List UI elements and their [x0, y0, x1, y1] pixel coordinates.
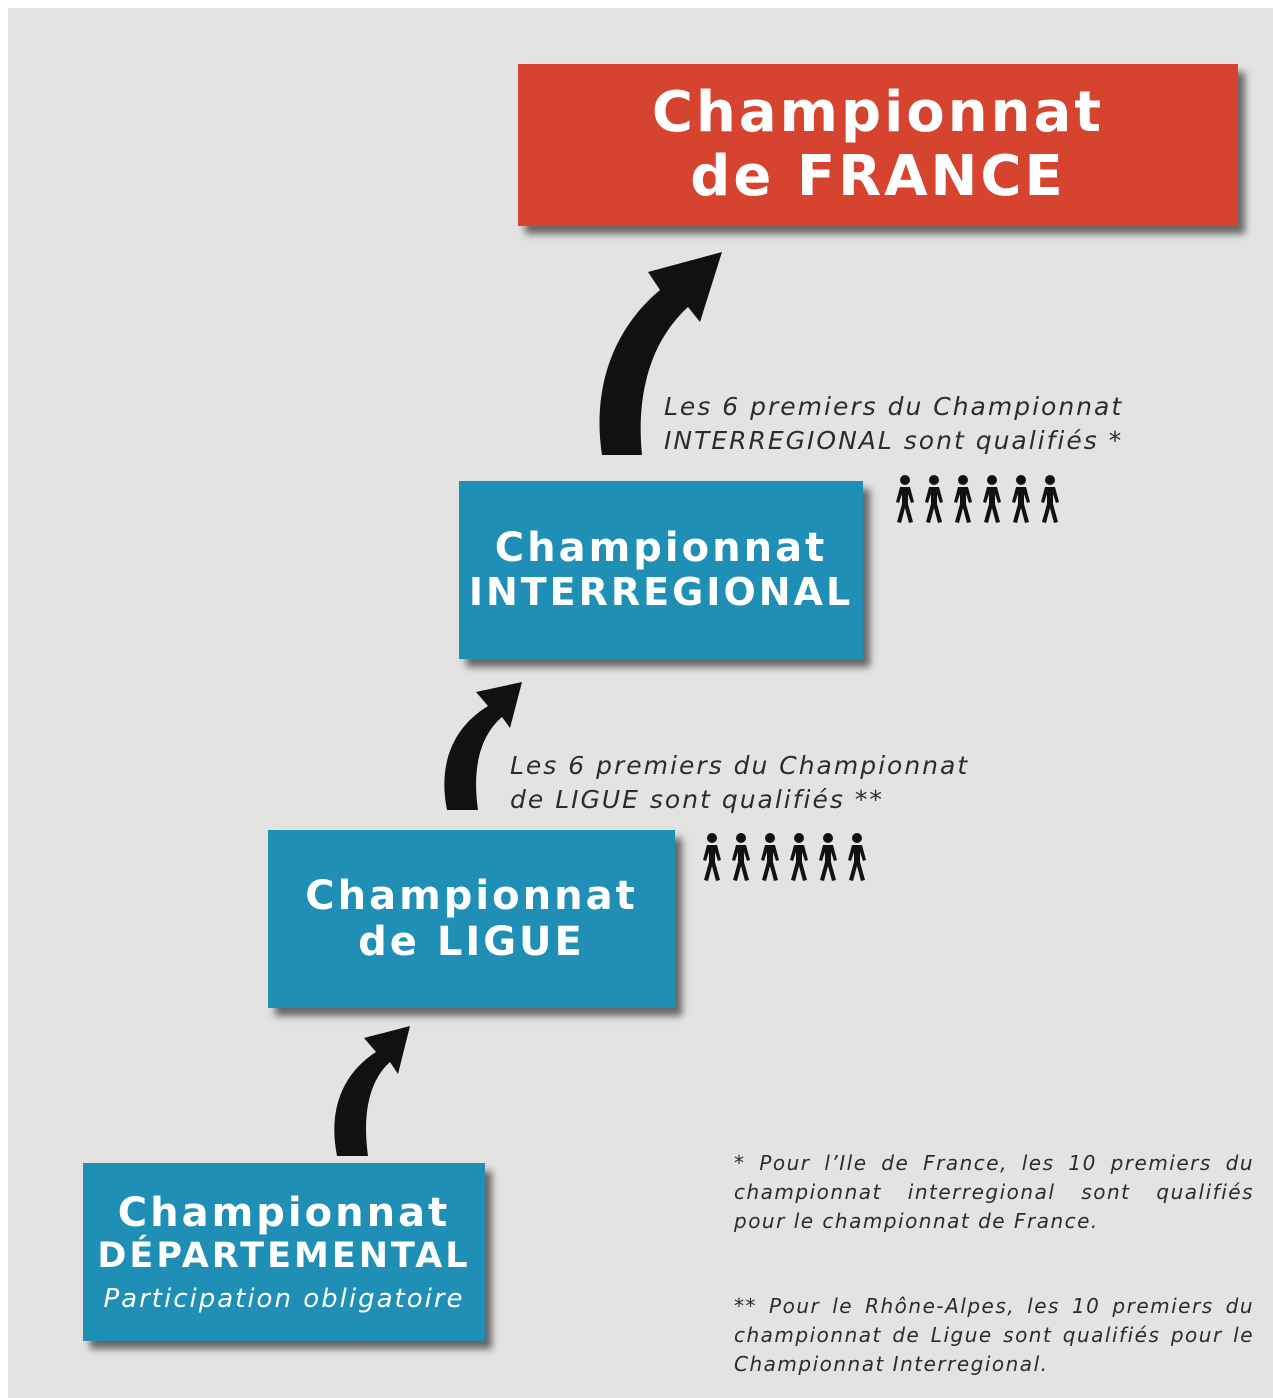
person-icon — [848, 833, 866, 881]
qualified-people-group-ligue — [703, 833, 866, 881]
note-line: Les 6 premiers du Championnat — [664, 392, 1124, 421]
footnote-star2: ** Pour le Rhône-Alpes, les 10 premiers … — [734, 1294, 1254, 1376]
person-icon — [1012, 475, 1030, 523]
note-line: Les 6 premiers du Championnat — [510, 751, 970, 780]
france-box: Championnat de FRANCE — [518, 64, 1238, 226]
france-title-line2: de FRANCE — [690, 144, 1066, 209]
person-icon — [761, 833, 779, 881]
note-line: de LIGUE sont qualifiés ** — [510, 785, 884, 814]
interregional-title-line2: INTERREGIONAL — [468, 570, 854, 615]
france-title-line1: Championnat — [651, 79, 1105, 145]
interregional-title-line1: Championnat — [494, 525, 828, 572]
person-icon — [925, 475, 943, 523]
person-icon — [732, 833, 750, 881]
departemental-box: Championnat DÉPARTEMENTAL Participation … — [83, 1163, 485, 1341]
person-icon — [954, 475, 972, 523]
person-icon — [819, 833, 837, 881]
person-icon — [983, 475, 1001, 523]
person-icon — [790, 833, 808, 881]
participation-label: Participation obligatoire — [103, 1284, 465, 1315]
footnote-star1: * Pour l’Ile de France, les 10 premiers … — [734, 1151, 1254, 1233]
note-line: INTERREGIONAL sont qualifiés * — [664, 426, 1124, 455]
person-icon — [1041, 475, 1059, 523]
departemental-title-line1: Championnat — [117, 1189, 451, 1236]
ligue-box: Championnat de LIGUE — [268, 830, 675, 1008]
ligue-title-line2: de LIGUE — [358, 919, 585, 965]
person-icon — [896, 475, 914, 523]
interregional-qualification-note: Les 6 premiers du Championnat INTERREGIO… — [664, 390, 1123, 458]
departemental-title-line2: DÉPARTEMENTAL — [97, 1235, 471, 1276]
qualified-people-group-interregional — [896, 475, 1059, 523]
ligue-title-line1: Championnat — [305, 873, 638, 919]
person-icon — [703, 833, 721, 881]
ligue-qualification-note: Les 6 premiers du Championnat de LIGUE s… — [510, 749, 969, 817]
interregional-box: Championnat INTERREGIONAL — [459, 481, 863, 659]
